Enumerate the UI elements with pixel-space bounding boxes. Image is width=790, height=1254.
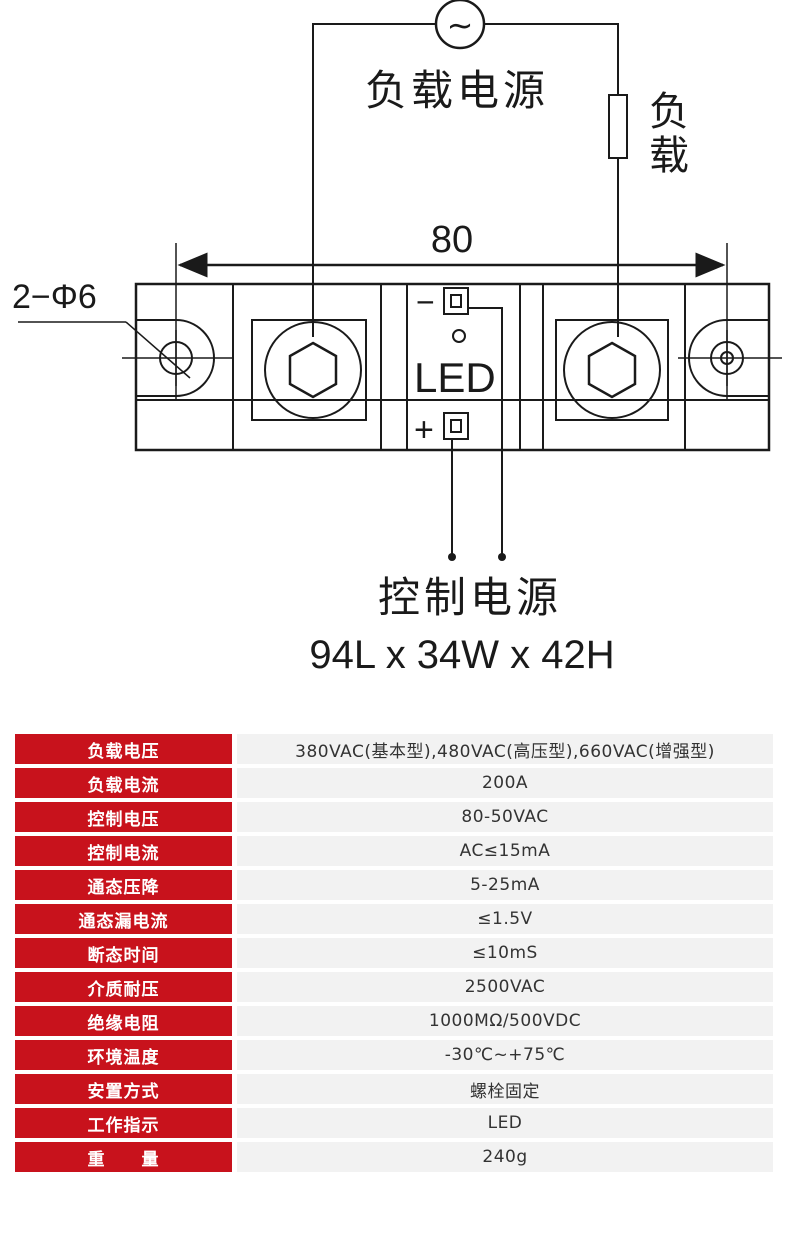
spec-value: 5-25mA [237,870,773,900]
spec-key: 断态时间 [15,938,232,968]
spec-value: ≤10mS [237,938,773,968]
spec-key: 控制电流 [15,836,232,866]
spec-value: 240g [237,1142,773,1172]
spec-value: 80-50VAC [237,802,773,832]
spec-key: 通态压降 [15,870,232,900]
spec-key: 绝缘电阻 [15,1006,232,1036]
spec-key: 负载电压 [15,734,232,764]
spec-key: 通态漏电流 [15,904,232,934]
control-terminal-plus [443,412,469,440]
spec-value: ≤1.5V [237,904,773,934]
plus-sign: + [414,411,434,449]
spec-value: LED [237,1108,773,1138]
hole-spec-label: 2−Φ6 [12,278,97,316]
load-power-label: 负载电源 [365,66,549,115]
spec-key: 控制电压 [15,802,232,832]
spec-key: 重 量 [15,1142,232,1172]
table-row: 环境温度-30℃~+75℃ [15,1040,773,1070]
led-indicator-icon [452,329,466,343]
width-dimension-label: 80 [431,219,473,261]
wiring-diagram: ~ 负载电源 负载 80 2−Φ6 − LED + 控制电源 94L x 34W… [12,0,782,677]
load-wire-left [312,23,436,337]
spec-key: 工作指示 [15,1108,232,1138]
spec-value: 200A [237,768,773,798]
table-row: 断态时间≤10mS [15,938,773,968]
load-resistor-icon [608,94,628,159]
led-label: LED [414,354,496,401]
spec-value: 螺栓固定 [237,1074,773,1104]
spec-key: 负载电流 [15,768,232,798]
load-terminal-left [251,319,367,421]
spec-key: 环境温度 [15,1040,232,1070]
spec-key: 介质耐压 [15,972,232,1002]
ac-source-icon [434,0,486,50]
minus-sign: − [416,284,435,320]
load-wire-right [484,23,619,95]
table-row: 安置方式螺栓固定 [15,1074,773,1104]
spec-value: 2500VAC [237,972,773,1002]
spec-value: 380VAC(基本型),480VAC(高压型),660VAC(增强型) [237,734,773,764]
control-power-label: 控制电源 [378,573,562,622]
spec-value: 1000MΩ/500VDC [237,1006,773,1036]
table-row: 通态漏电流≤1.5V [15,904,773,934]
load-terminal-right [555,319,669,421]
size-label: 94L x 34W x 42H [309,633,614,677]
ac-symbol: ~ [447,6,474,44]
spec-value: -30℃~+75℃ [237,1040,773,1070]
spec-value: AC≤15mA [237,836,773,866]
spec-key: 安置方式 [15,1074,232,1104]
load-label: 负载 [642,90,688,178]
control-terminal-minus [443,287,469,315]
